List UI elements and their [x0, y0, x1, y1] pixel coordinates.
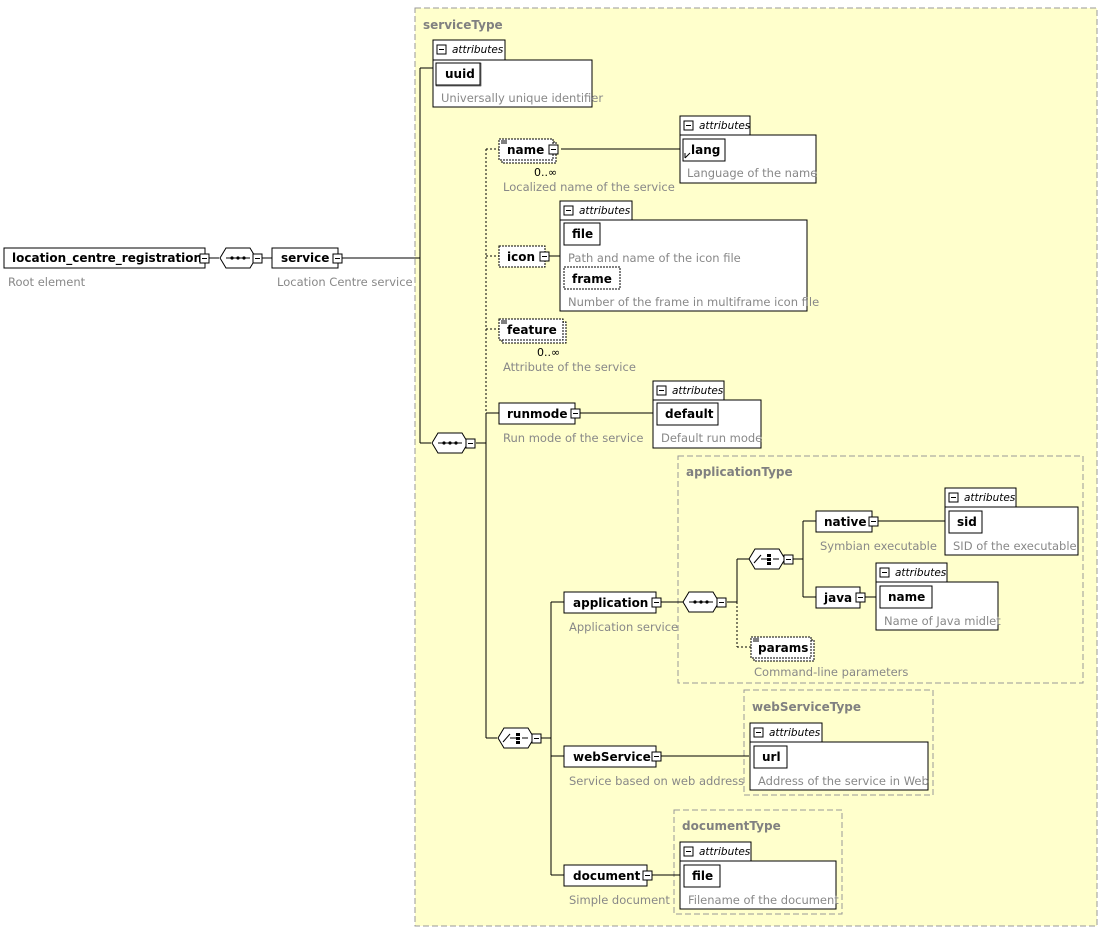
params-element[interactable]: params [750, 636, 815, 662]
url-description: Address of the service in Web [758, 774, 929, 788]
runmode-attributes-group: attributes default Default run mode [652, 380, 762, 449]
collapse-icon[interactable] [570, 408, 581, 419]
attributes-title: attributes [699, 846, 751, 858]
icon-element[interactable]: icon [498, 245, 550, 268]
name-element-label: name [507, 143, 544, 157]
webservice-element-label: webService [573, 750, 651, 764]
attributes-title: attributes [452, 44, 504, 56]
collapse-icon[interactable] [332, 253, 343, 264]
service-element-description: Location Centre service [277, 275, 413, 289]
document-type-title: documentType [682, 819, 781, 833]
document-attributes-group: attributes file Filename of the document [679, 841, 839, 910]
service-type-title: serviceType [423, 18, 503, 32]
java-element-label: java [823, 591, 852, 605]
uuid-attributes-group: attributes uuid Universally unique ident… [432, 39, 603, 108]
sequence-compositor-icon [682, 591, 727, 613]
runmode-description: Run mode of the service [503, 431, 643, 445]
attributes-title: attributes [699, 120, 751, 132]
attributes-title: attributes [895, 567, 947, 579]
name-description: Localized name of the service [503, 180, 675, 194]
collapse-icon[interactable] [651, 751, 662, 762]
native-element[interactable]: native [815, 510, 879, 533]
collapse-icon[interactable] [642, 870, 653, 881]
feature-element[interactable]: feature [498, 318, 567, 344]
native-element-label: native [824, 515, 866, 529]
java-name-description: Name of Java midlet [884, 614, 1001, 628]
feature-description: Attribute of the service [503, 360, 636, 374]
webservice-element[interactable]: webService [563, 745, 662, 768]
root-element[interactable]: location_centre_registration [3, 247, 210, 269]
document-element[interactable]: document [563, 864, 653, 887]
root-element-label: location_centre_registration [12, 251, 202, 266]
attributes-title: attributes [964, 492, 1016, 504]
collapse-icon[interactable] [868, 516, 879, 527]
frame-attribute: frame [572, 272, 612, 286]
service-element-label: service [281, 251, 329, 265]
sid-attribute: sid [957, 515, 977, 529]
attributes-title: attributes [672, 385, 724, 397]
connector-lines [209, 67, 945, 876]
webservice-type-title: webServiceType [752, 700, 861, 714]
java-element[interactable]: java [815, 586, 866, 609]
feature-occurrence: 0..∞ [537, 346, 560, 359]
url-attributes-group: attributes url Address of the service in… [749, 722, 929, 791]
document-file-attribute: file [692, 869, 713, 883]
icon-attributes-group: attributes file Path and name of the ico… [559, 200, 819, 312]
params-element-label: params [758, 641, 808, 655]
collapse-icon[interactable] [548, 144, 559, 155]
java-attributes-group: attributes name Name of Java midlet [875, 562, 1001, 631]
attributes-title: attributes [579, 205, 631, 217]
runmode-element[interactable]: runmode [498, 402, 581, 425]
application-type-title: applicationType [686, 465, 793, 479]
document-file-description: Filename of the document [688, 893, 839, 907]
java-name-attribute: name [888, 590, 925, 604]
runmode-element-label: runmode [507, 407, 567, 421]
url-attribute: url [762, 750, 781, 764]
application-element[interactable]: application [563, 591, 662, 614]
collapse-icon [436, 44, 447, 55]
frame-description: Number of the frame in multiframe icon f… [568, 295, 819, 309]
lang-description: Language of the name [687, 166, 817, 180]
lang-attributes-group: attributes lang Language of the name [679, 115, 817, 184]
sid-description: SID of the executable [953, 539, 1077, 553]
root-element-description: Root element [8, 275, 86, 289]
params-description: Command-line parameters [754, 665, 908, 679]
file-attribute: file [572, 227, 593, 241]
document-description: Simple document [569, 893, 670, 907]
uuid-description: Universally unique identifier [441, 91, 603, 105]
choice-compositor-icon [748, 548, 794, 570]
uuid-attribute: uuid [445, 67, 475, 81]
application-element-label: application [573, 596, 648, 610]
name-element[interactable]: name [498, 138, 559, 164]
sid-attributes-group: attributes sid SID of the executable [944, 487, 1079, 556]
file-description: Path and name of the icon file [568, 251, 741, 265]
document-element-label: document [573, 869, 641, 883]
sequence-compositor-icon [431, 432, 476, 454]
collapse-icon[interactable] [539, 251, 550, 262]
sequence-compositor-icon [219, 247, 263, 269]
lang-attribute: lang [691, 143, 720, 157]
choice-compositor-icon [497, 727, 542, 749]
default-attribute: default [665, 407, 714, 421]
service-element[interactable]: service [271, 247, 343, 269]
collapse-icon[interactable] [651, 597, 662, 608]
collapse-icon[interactable] [199, 253, 210, 264]
optional-connector-lines [485, 148, 751, 648]
native-description: Symbian executable [820, 539, 937, 553]
name-occurrence: 0..∞ [534, 166, 557, 179]
collapse-icon[interactable] [855, 592, 866, 603]
webservice-description: Service based on web address [569, 774, 744, 788]
application-description: Application service [569, 620, 678, 634]
attributes-title: attributes [769, 727, 821, 739]
icon-element-label: icon [507, 250, 535, 264]
feature-element-label: feature [507, 323, 557, 337]
default-description: Default run mode [661, 431, 762, 445]
